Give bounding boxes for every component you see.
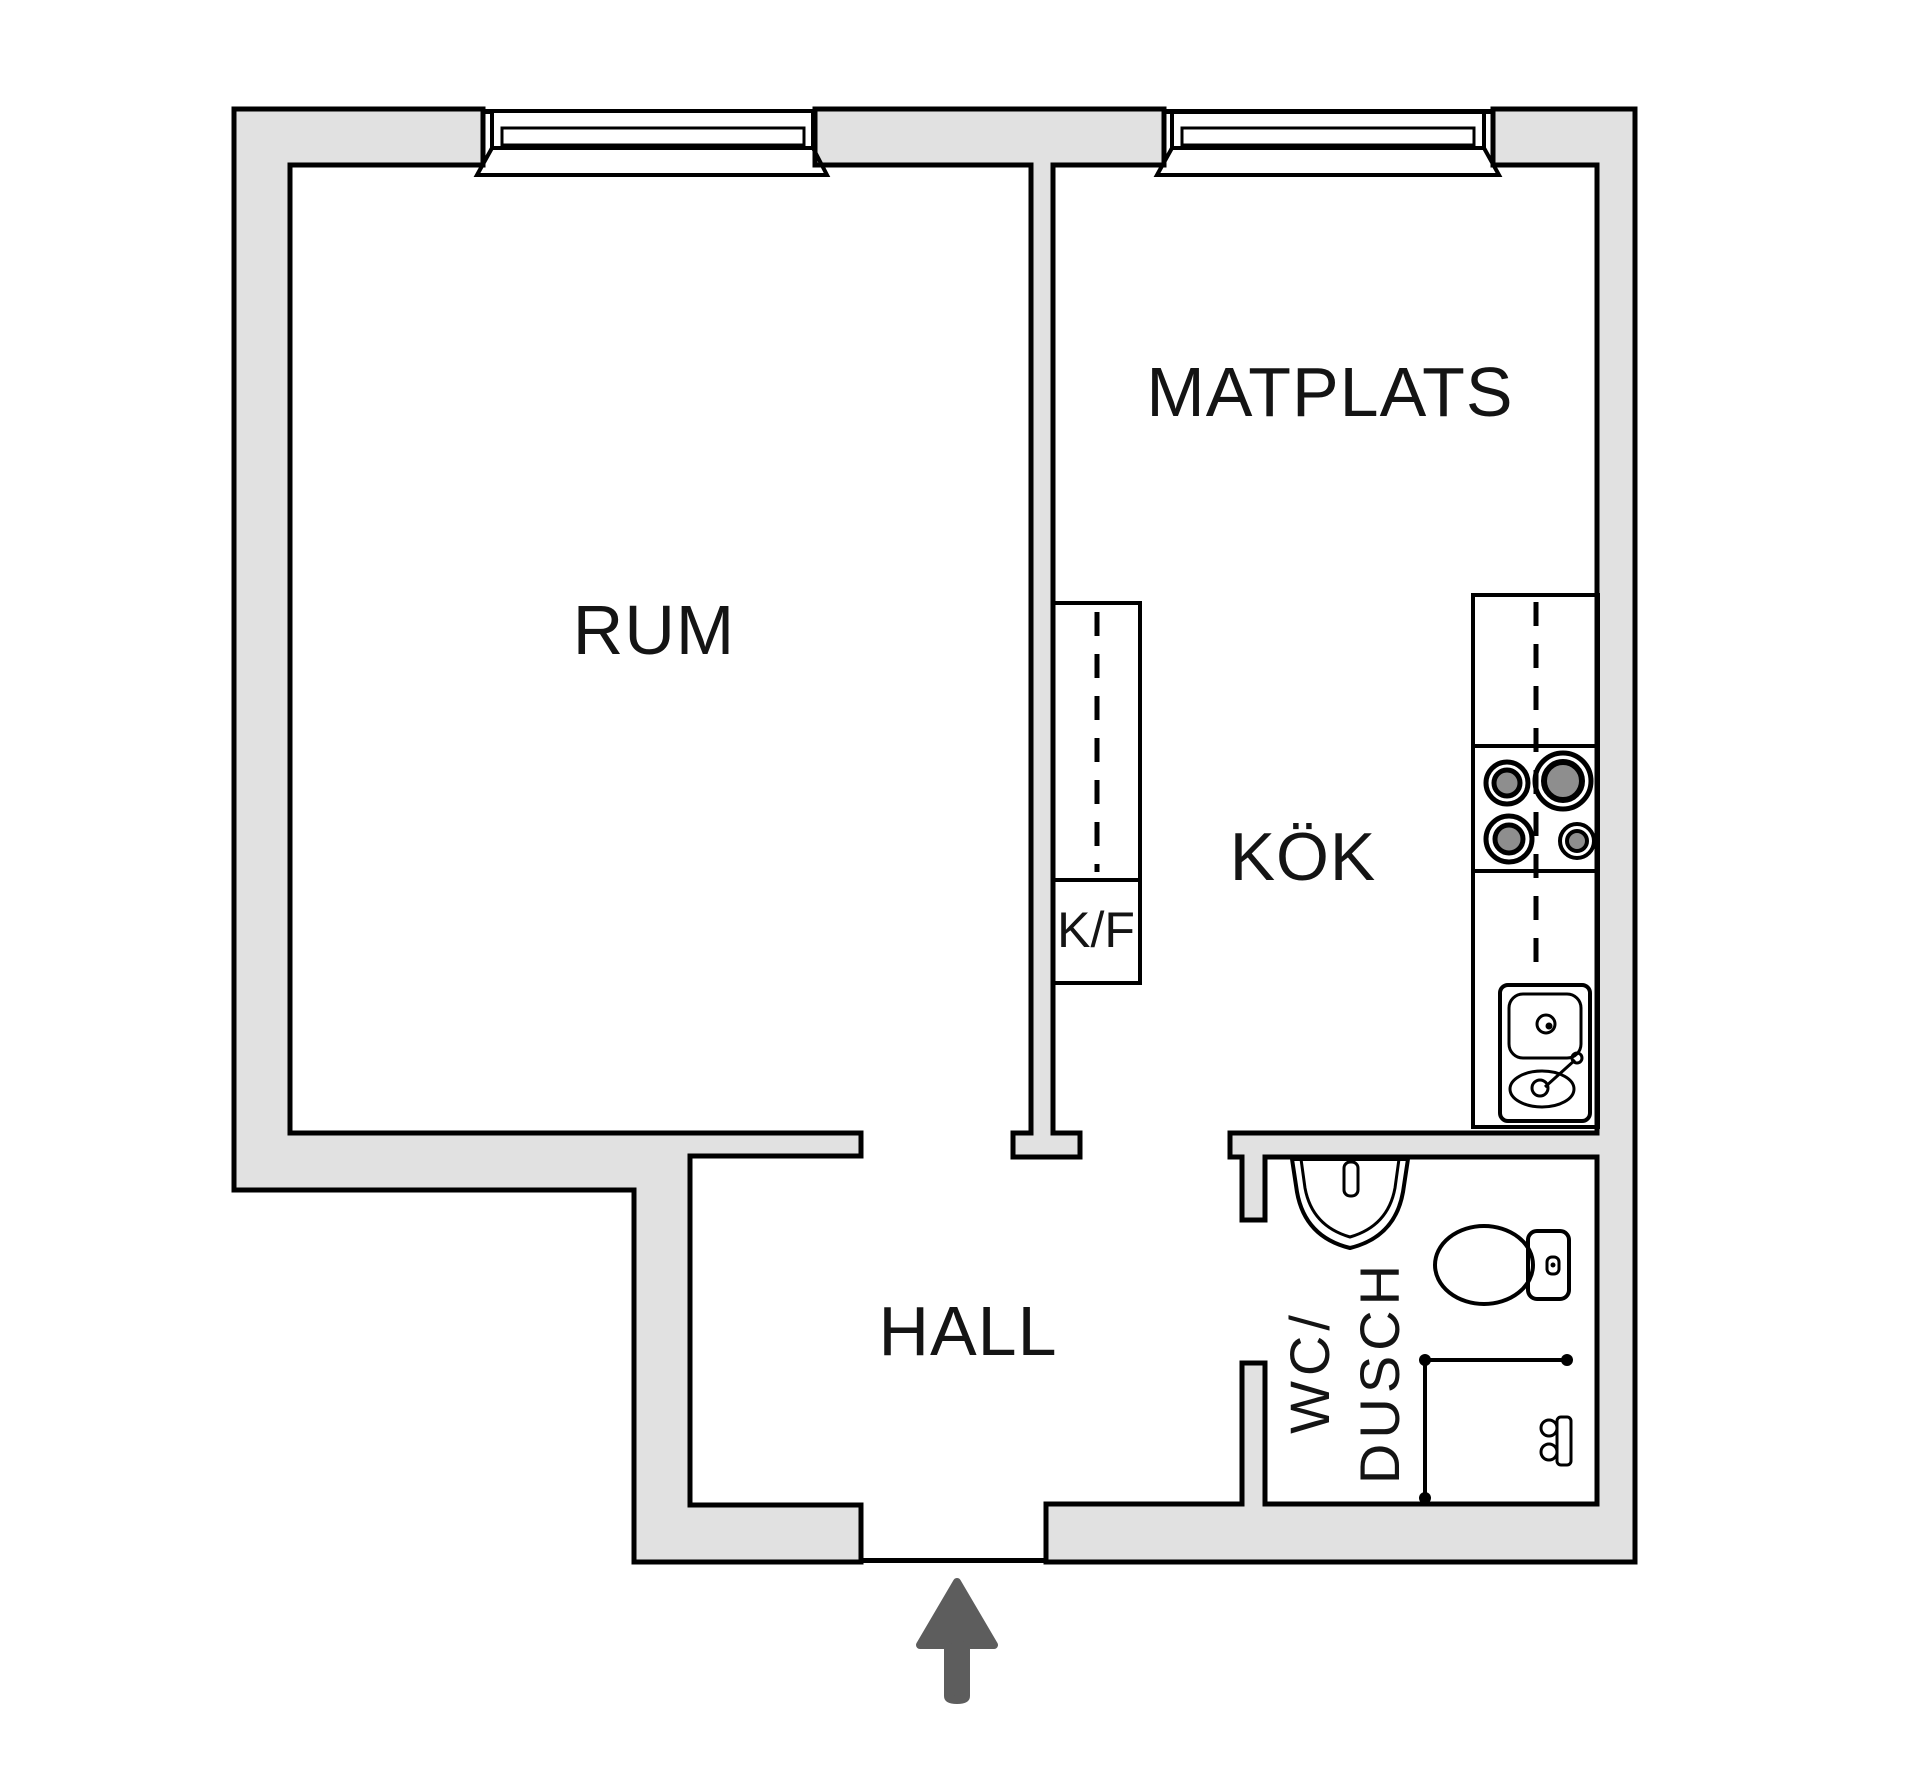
kf-cabinet-body: [1051, 601, 1142, 985]
shower-mixer-knob-bottom: [1539, 1442, 1559, 1462]
room-label-rum: RUM: [573, 591, 735, 669]
matplats-window-glass: [1180, 126, 1476, 147]
toilet: [1433, 1224, 1571, 1306]
entrance-threshold-line: [861, 1558, 1046, 1563]
bathroom-sink: [1289, 1157, 1411, 1251]
kitchen-counter: [1471, 593, 1600, 1129]
kf-cabinet: K/F: [1051, 601, 1142, 985]
kitchen-sink-faucet: [1535, 1013, 1557, 1035]
kitchen-sink-bowl: [1507, 992, 1583, 1060]
toilet-tank: [1526, 1229, 1571, 1301]
shower-mixer-bracket: [1555, 1415, 1573, 1467]
bathroom-sink-inner: [1299, 1157, 1401, 1239]
bathroom-sink-tap: [1342, 1160, 1360, 1198]
kitchen-sink-outer: [1498, 983, 1592, 1123]
shower-rail-end-dot-right: [1561, 1354, 1573, 1366]
room-label-wc-dusch: WC/ DUSCH: [1278, 1260, 1411, 1484]
rum-window-sill: [473, 146, 831, 177]
burner-top-left: [1491, 767, 1523, 799]
entry-arrow: [916, 1578, 998, 1704]
room-label-matplats: MATPLATS: [1146, 353, 1513, 431]
shower-mixer-knob-top: [1539, 1418, 1559, 1438]
bathroom-fixtures: [1289, 1157, 1573, 1504]
kitchen-sink-faucet-dot: [1545, 1022, 1553, 1030]
shower-rail-end-dot-bottom: [1419, 1492, 1431, 1504]
kitchen-sink-lever: [1543, 1058, 1577, 1089]
toilet-bowl: [1433, 1224, 1535, 1306]
burner-bottom-right-ring: [1558, 822, 1596, 860]
burner-top-left-ring: [1483, 759, 1531, 807]
room-label-wc-line1: WC/: [1278, 1310, 1341, 1434]
burner-bottom-left-ring: [1483, 813, 1535, 865]
stove-burners: [1483, 750, 1596, 865]
rum-window: [473, 109, 831, 177]
kitchen-sink-basin: [1508, 1069, 1576, 1109]
rum-window-glass: [500, 126, 806, 147]
burner-bottom-right: [1565, 829, 1589, 853]
shower-mixer: [1539, 1415, 1573, 1467]
toilet-flush-dot: [1550, 1262, 1556, 1268]
burner-top-right: [1541, 759, 1585, 803]
matplats-window-sill: [1153, 146, 1503, 177]
room-label-wc-line2: DUSCH: [1348, 1260, 1411, 1484]
matplats-window: [1153, 109, 1503, 177]
kf-label: K/F: [1057, 902, 1135, 958]
room-label-kok: KÖK: [1230, 819, 1377, 895]
toilet-flush-button: [1545, 1255, 1561, 1276]
room-label-hall: HALL: [878, 1292, 1057, 1370]
shower-rail: [1419, 1354, 1573, 1504]
kitchen-sink-drain: [1530, 1078, 1550, 1098]
kitchen-sink: [1498, 983, 1592, 1123]
burner-bottom-left: [1492, 822, 1526, 856]
shower-rail-corner-dot: [1419, 1354, 1431, 1366]
stove: [1471, 744, 1600, 873]
bathroom-sink-outer: [1289, 1157, 1411, 1251]
kitchen-sink-lever-knob: [1570, 1051, 1584, 1065]
